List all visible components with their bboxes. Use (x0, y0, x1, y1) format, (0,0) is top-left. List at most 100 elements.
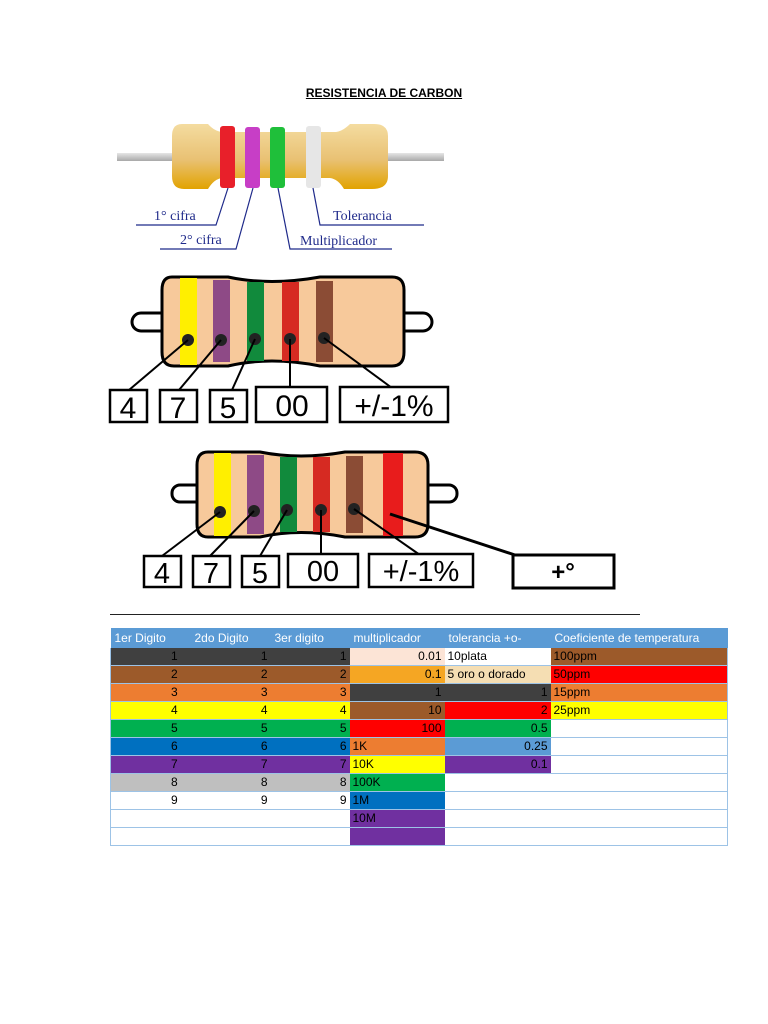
table-row (110, 827, 728, 846)
cell-temp-coef (550, 809, 728, 828)
cell-tolerance: 10plata (444, 648, 551, 666)
header-multiplicador: multiplicador (349, 628, 445, 648)
resistor-1-bands (220, 126, 321, 188)
header-1er-digito: 1er Digito (110, 628, 191, 648)
cell-digit-1 (110, 809, 191, 828)
table-row: 10M (110, 809, 728, 828)
cell-multiplier: 1 (349, 683, 445, 702)
cell-digit-1: 1 (110, 648, 191, 666)
cell-digit-3: 7 (270, 755, 350, 774)
cell-digit-1: 7 (110, 755, 191, 774)
cell-digit-1: 2 (110, 665, 191, 684)
cell-tolerance: 0.1 (444, 755, 551, 774)
cell-digit-2: 8 (190, 773, 271, 792)
resistor-diagram-3: 4 7 5 00 +/-1% +° (142, 450, 616, 590)
cell-temp-coef: 25ppm (550, 701, 728, 720)
r2-band-1 (180, 278, 197, 365)
r2-band-5 (316, 281, 333, 362)
r3-box-3: 5 (252, 558, 268, 590)
cell-multiplier: 0.1 (349, 665, 445, 684)
cell-digit-3 (270, 809, 350, 828)
cell-digit-2 (190, 809, 271, 828)
cell-temp-coef: 100ppm (550, 648, 728, 666)
cell-digit-1: 3 (110, 683, 191, 702)
label-first-digit: 1° cifra (154, 209, 197, 224)
cell-digit-3: 3 (270, 683, 350, 702)
header-coeficiente: Coeficiente de temperatura (550, 628, 728, 648)
cell-tolerance (444, 791, 551, 810)
r2-band-2 (213, 280, 230, 362)
cell-temp-coef (550, 827, 728, 846)
band-first-digit (220, 126, 235, 188)
cell-digit-3: 1 (270, 648, 350, 666)
cell-digit-3 (270, 827, 350, 846)
r3-box-4: 00 (307, 556, 339, 588)
cell-digit-1 (110, 827, 191, 846)
cell-digit-2: 5 (190, 719, 271, 738)
cell-multiplier: 100 (349, 719, 445, 738)
resistor-diagram-2: 4 7 5 00 +/-1% (108, 275, 450, 425)
cell-temp-coef (550, 755, 728, 774)
cell-tolerance: 2 (444, 701, 551, 720)
cell-temp-coef (550, 791, 728, 810)
r3-band-6 (383, 453, 403, 536)
table-header-row: 1er Digito 2do Digito 3er digito multipl… (110, 628, 728, 648)
cell-digit-3: 9 (270, 791, 350, 810)
band-second-digit (245, 127, 260, 188)
cell-multiplier: 1M (349, 791, 445, 810)
cell-tolerance: 0.25 (444, 737, 551, 756)
cell-digit-2: 1 (190, 648, 271, 666)
r3-band-2 (247, 455, 264, 534)
cell-multiplier: 0.01 (349, 648, 445, 666)
cell-digit-1: 4 (110, 701, 191, 720)
cell-digit-2: 2 (190, 665, 271, 684)
cell-multiplier: 1K (349, 737, 445, 756)
cell-digit-1: 8 (110, 773, 191, 792)
cell-multiplier: 10 (349, 701, 445, 720)
cell-tolerance (444, 827, 551, 846)
r2-box-3: 5 (220, 392, 237, 425)
band-tolerance (306, 126, 321, 188)
r3-band-5 (346, 456, 363, 533)
cell-tolerance: 0.5 (444, 719, 551, 738)
cell-digit-2: 4 (190, 701, 271, 720)
cell-digit-2: 6 (190, 737, 271, 756)
cell-digit-3: 4 (270, 701, 350, 720)
cell-digit-1: 5 (110, 719, 191, 738)
r2-box-2: 7 (170, 392, 187, 425)
cell-temp-coef: 15ppm (550, 683, 728, 702)
r3-band-3 (280, 457, 297, 532)
r3-box-2: 7 (203, 558, 219, 590)
r3-box-5: +/-1% (383, 556, 460, 588)
page-title: RESISTENCIA DE CARBON (305, 86, 463, 100)
cell-digit-2: 9 (190, 791, 271, 810)
cell-temp-coef (550, 737, 728, 756)
r3-box-1: 4 (154, 558, 170, 590)
header-tolerancia: tolerancia +o- (444, 628, 551, 648)
cell-multiplier: 100K (349, 773, 445, 792)
header-2do-digito: 2do Digito (190, 628, 271, 648)
cell-tolerance: 1 (444, 683, 551, 702)
cell-digit-3: 5 (270, 719, 350, 738)
divider (110, 614, 640, 615)
label-lines (136, 187, 424, 250)
cell-digit-1: 6 (110, 737, 191, 756)
band-multiplier (270, 127, 285, 188)
cell-tolerance (444, 809, 551, 828)
cell-tolerance: 5 oro o dorado (444, 665, 551, 684)
cell-digit-2: 3 (190, 683, 271, 702)
cell-temp-coef: 50ppm (550, 665, 728, 684)
r3-extra-box: +° (551, 559, 575, 586)
r3-band-1 (214, 453, 231, 536)
cell-digit-3: 8 (270, 773, 350, 792)
cell-multiplier: 10K (349, 755, 445, 774)
